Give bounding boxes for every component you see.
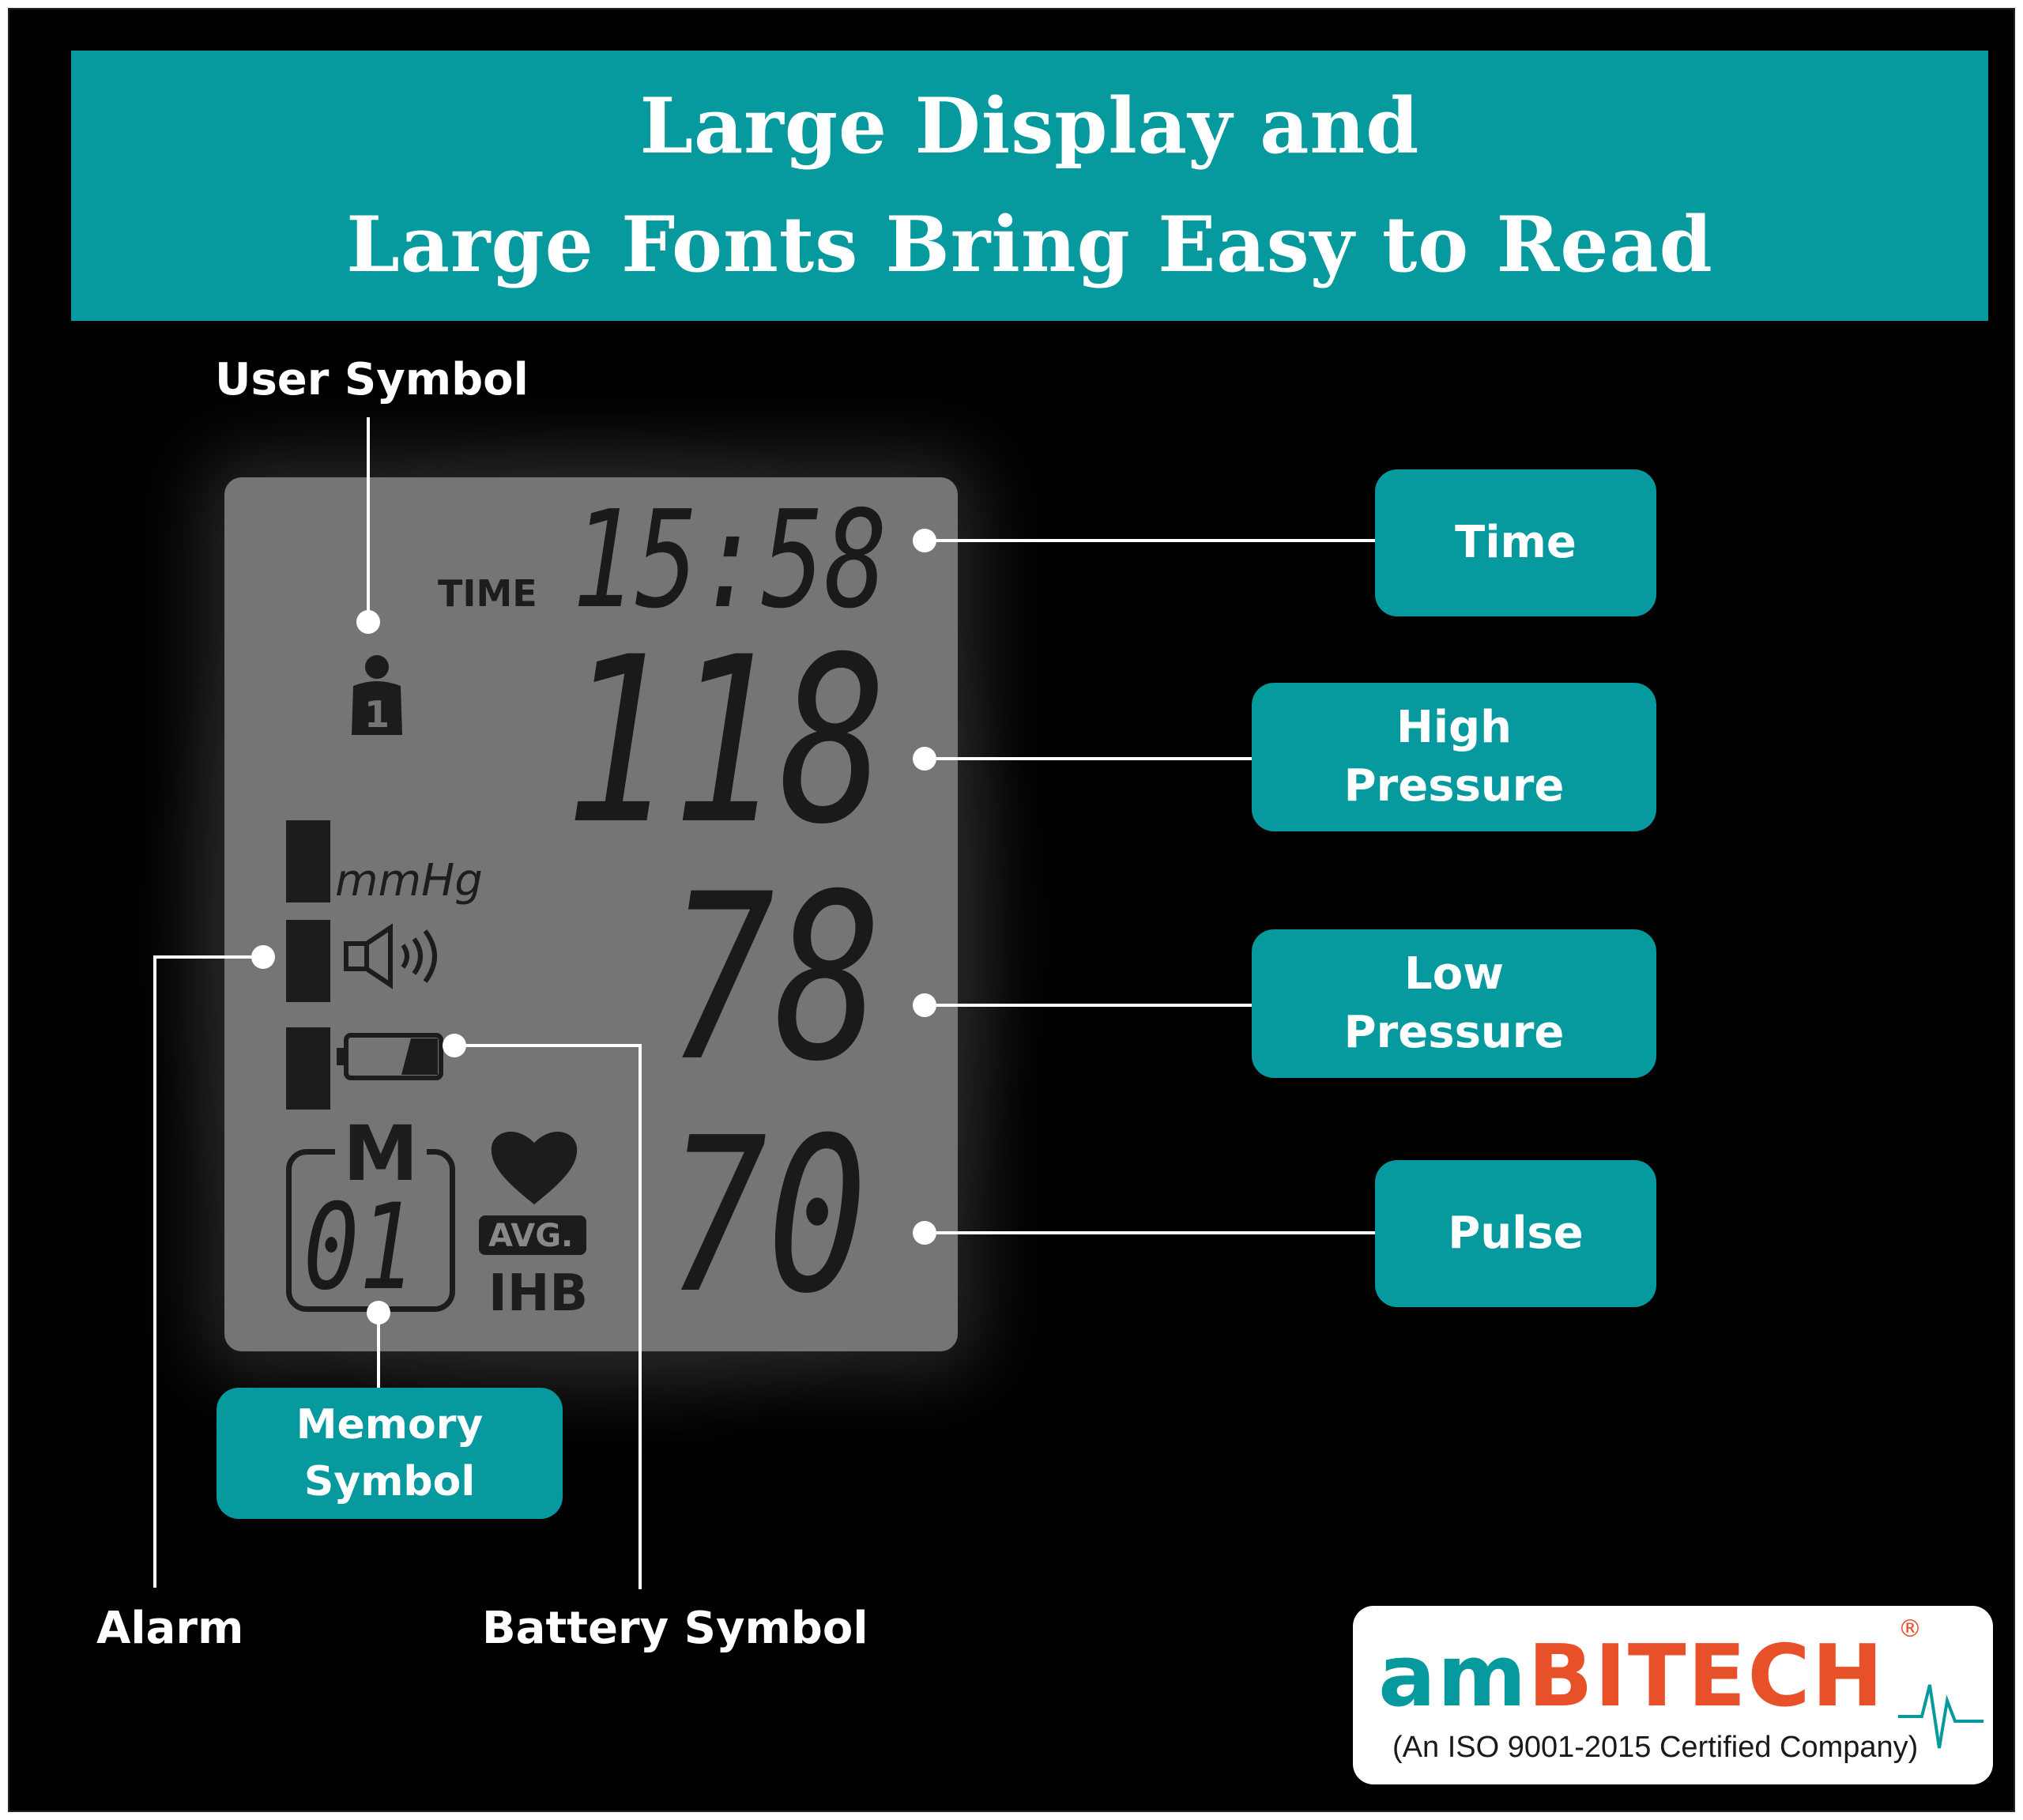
user-icon: 1 bbox=[352, 655, 402, 736]
ihb-label: IHB bbox=[488, 1264, 589, 1323]
memory-symbol-label-1: Memory bbox=[296, 1401, 484, 1449]
low-pressure-label-2: Pressure bbox=[1343, 1007, 1565, 1058]
time-callout: Time bbox=[1375, 469, 1656, 616]
logo-wordmark: amBITECH bbox=[1378, 1634, 1885, 1720]
low-pressure-digits: 78 bbox=[667, 846, 883, 1112]
high-pressure-label-1: High bbox=[1396, 702, 1512, 753]
infographic-frame: Large Display and Large Fonts Bring Easy… bbox=[8, 8, 2015, 1812]
memory-letter: M bbox=[335, 1110, 427, 1198]
alarm-leader-h bbox=[153, 955, 254, 959]
time-label: TIME bbox=[438, 572, 537, 615]
level-bar-3 bbox=[286, 1027, 330, 1110]
high-pressure-callout: High Pressure bbox=[1252, 683, 1656, 831]
time-leader bbox=[925, 539, 1375, 542]
high-pressure-digits: 118 bbox=[564, 609, 887, 875]
registered-mark: ® bbox=[1898, 1615, 1922, 1643]
memory-digits: 01 bbox=[303, 1179, 415, 1317]
alarm-dot bbox=[251, 945, 275, 969]
avg-badge bbox=[479, 1215, 586, 1255]
low-pressure-leader bbox=[925, 1004, 1252, 1007]
pulse-digits: 70 bbox=[667, 1091, 868, 1340]
memory-symbol-label-2: Symbol bbox=[303, 1458, 476, 1505]
heartbeat-icon bbox=[1898, 1684, 1983, 1749]
battery-leader-v bbox=[639, 1044, 642, 1589]
alarm-leader-v bbox=[153, 955, 156, 1588]
user-symbol-dot bbox=[356, 610, 380, 634]
memory-leader bbox=[377, 1312, 380, 1388]
pulse-callout-label: Pulse bbox=[1448, 1208, 1584, 1259]
company-logo: amBITECH ® (An ISO 9001-2015 Certified C… bbox=[1353, 1606, 1993, 1784]
memory-symbol-callout: Memory Symbol bbox=[217, 1388, 563, 1519]
title-line-2: Large Fonts Bring Easy to Read bbox=[346, 200, 1713, 289]
heart-icon bbox=[491, 1131, 578, 1204]
logo-part-am: am bbox=[1378, 1627, 1528, 1726]
time-callout-label: Time bbox=[1455, 517, 1577, 568]
user-symbol-leader bbox=[367, 417, 370, 621]
unit-label: mmHg bbox=[335, 855, 483, 906]
level-bar-1 bbox=[286, 820, 330, 902]
lcd-display: TIME 15:58 118 78 70 1 mmHg bbox=[224, 477, 958, 1351]
low-pressure-callout: Low Pressure bbox=[1252, 929, 1656, 1078]
alarm-annotation: Alarm bbox=[96, 1603, 244, 1654]
user-symbol-annotation: User Symbol bbox=[215, 354, 529, 405]
title-banner: Large Display and Large Fonts Bring Easy… bbox=[71, 51, 1988, 321]
title-line-1: Large Display and bbox=[639, 81, 1420, 171]
level-bar-2 bbox=[286, 920, 330, 1002]
pulse-callout: Pulse bbox=[1375, 1160, 1656, 1307]
low-pressure-label-1: Low bbox=[1404, 948, 1504, 1000]
battery-icon bbox=[337, 1033, 443, 1080]
logo-tagline: (An ISO 9001-2015 Certified Company) bbox=[1392, 1731, 1919, 1764]
high-pressure-leader bbox=[925, 757, 1252, 760]
pulse-leader bbox=[925, 1231, 1375, 1234]
speaker-icon bbox=[344, 923, 437, 989]
battery-annotation: Battery Symbol bbox=[482, 1603, 868, 1654]
time-digits: 15:58 bbox=[572, 482, 888, 639]
user-number: 1 bbox=[364, 693, 390, 736]
avg-label: AVG. bbox=[488, 1218, 574, 1254]
logo-part-bitech: BITECH bbox=[1528, 1627, 1885, 1726]
high-pressure-label-2: Pressure bbox=[1343, 760, 1565, 812]
battery-leader-h bbox=[454, 1044, 640, 1047]
